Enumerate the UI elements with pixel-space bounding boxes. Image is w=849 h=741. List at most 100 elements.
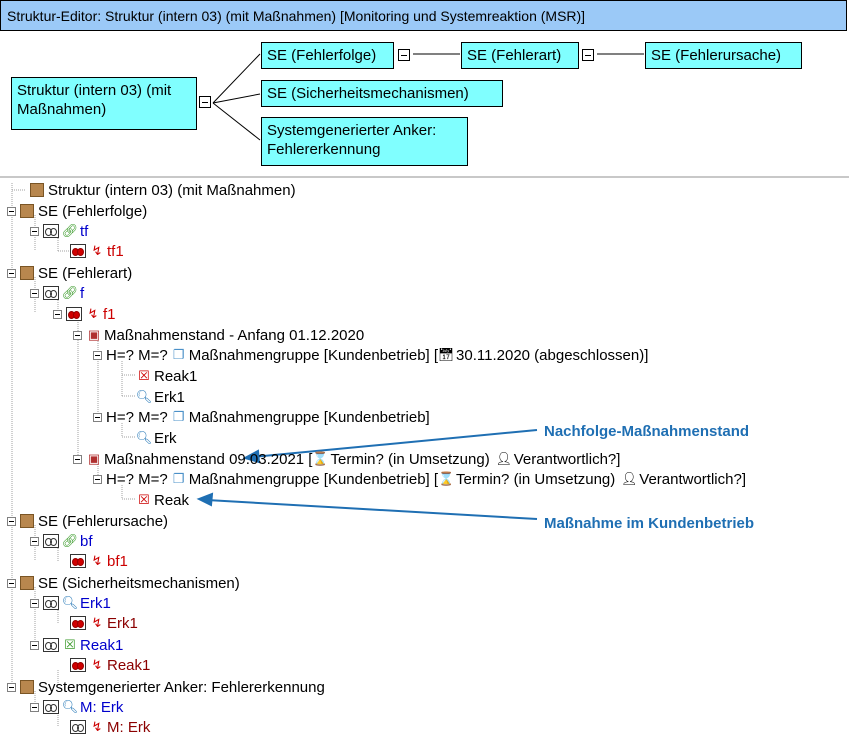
diagram-node-fehlerart[interactable]: SE (Fehlerart) xyxy=(461,42,579,69)
detection-measure-icon: 🔍︎ xyxy=(135,389,153,404)
tree-label: SE (Fehlerart) xyxy=(38,264,133,282)
tree-node-se-fehlerfolge[interactable]: SE (Fehlerfolge) xyxy=(7,201,147,221)
collapse-toggle[interactable] xyxy=(73,454,82,464)
tree-label: Maßnahmenstand - Anfang 01.12.2020 xyxy=(104,326,365,344)
tree-node-struktur[interactable]: Struktur (intern 03) (mit Maßnahmen) xyxy=(30,180,296,200)
collapse-toggle[interactable] xyxy=(7,578,16,588)
structure-element-icon xyxy=(20,266,34,280)
tree-node-function-erk1[interactable]: 🔍︎ Erk1 xyxy=(30,593,111,613)
failure-net-icon xyxy=(70,658,86,672)
collapse-toggle[interactable] xyxy=(73,330,82,340)
collapse-toggle[interactable] xyxy=(7,682,16,692)
tree-node-erk[interactable]: 🔍︎ Erk xyxy=(136,428,177,448)
hm-rating: H=? M=? xyxy=(106,408,168,426)
responsible: Verantwortlich?] xyxy=(639,470,746,488)
tree-node-se-fehlerursache[interactable]: SE (Fehlerursache) xyxy=(7,511,168,531)
collapse-toggle[interactable] xyxy=(30,536,39,546)
tree-node-function-f[interactable]: 🔗︎ f xyxy=(30,283,84,303)
failure-net-icon xyxy=(66,307,82,321)
calendar-done-icon: 📅︎ xyxy=(437,347,455,362)
hm-rating: H=? M=? xyxy=(106,346,168,364)
root-collapse-toggle[interactable] xyxy=(199,96,211,108)
tree-label: Maßnahmengruppe [Kundenbetrieb] [ xyxy=(188,470,439,488)
tree-node-reak[interactable]: ☒ Reak xyxy=(136,490,189,510)
structure-element-icon xyxy=(20,514,34,528)
tree-node-se-fehlerart[interactable]: SE (Fehlerart) xyxy=(7,263,132,283)
tree-label: Reak xyxy=(154,491,190,509)
detection-failure-icon: ↯ xyxy=(91,719,103,734)
tree-label: M: Erk xyxy=(80,698,124,716)
tree-node-failure-erk1[interactable]: ↯ Erk1 xyxy=(70,613,138,633)
diagram-node-sicherheitsmechanismen[interactable]: SE (Sicherheitsmechanismen) xyxy=(261,80,503,107)
diagram-node-anker[interactable]: Systemgenerierter Anker: Fehlererkennung xyxy=(261,117,468,166)
link-icon: 🔗︎ xyxy=(61,285,79,300)
diagram-node-fehlerursache[interactable]: SE (Fehlerursache) xyxy=(645,42,802,69)
collapse-toggle[interactable] xyxy=(30,226,39,236)
measure-group-icon: ❐ xyxy=(172,409,185,424)
schedule-icon: ⌛ xyxy=(312,451,329,466)
diagram-root-node[interactable]: Struktur (intern 03) (mit Maßnahmen) xyxy=(11,77,197,130)
tree-node-failure-m-erk[interactable]: ↯ M: Erk xyxy=(70,717,150,737)
collapse-toggle[interactable] xyxy=(30,702,39,712)
tree-node-massnahmengruppe-3[interactable]: H=? M=? ❐ Maßnahmengruppe [Kundenbetrieb… xyxy=(93,469,746,489)
window-title: Struktur-Editor: Struktur (intern 03) (m… xyxy=(7,8,586,24)
tree-label: Systemgenerierter Anker: Fehlererkennung xyxy=(38,678,325,696)
failure-net-icon xyxy=(70,244,86,258)
hm-rating: H=? M=? xyxy=(106,470,168,488)
collapse-toggle[interactable] xyxy=(30,640,39,650)
tree-label: SE (Fehlerursache) xyxy=(38,512,169,530)
tree-node-massnahmenstand-0903[interactable]: ▣ Maßnahmenstand 09.03.2021 [ ⌛ Termin? … xyxy=(73,449,620,469)
collapse-toggle[interactable] xyxy=(93,412,102,422)
reaction-function-icon: ☒ xyxy=(64,637,76,652)
tree-node-function-tf[interactable]: 🔗︎ tf xyxy=(30,221,88,241)
tree-node-erk1[interactable]: 🔍︎ Erk1 xyxy=(136,387,185,407)
panel-separator[interactable] xyxy=(0,176,849,178)
collapse-toggle[interactable] xyxy=(30,288,39,298)
tree-label: Maßnahmengruppe [Kundenbetrieb] xyxy=(188,408,430,426)
collapse-toggle[interactable] xyxy=(7,516,16,526)
tree-node-function-bf[interactable]: 🔗︎ bf xyxy=(30,531,93,551)
tree-node-failure-reak1[interactable]: ↯ Reak1 xyxy=(70,655,150,675)
diagram-connectors xyxy=(212,53,644,141)
tree-node-function-m-erk[interactable]: 🔍︎ M: Erk xyxy=(30,697,123,717)
tree-node-failure-f1[interactable]: ↯ f1 xyxy=(53,304,116,324)
function-net-icon xyxy=(43,638,59,652)
function-net-icon xyxy=(43,224,59,238)
tree-node-massnahmengruppe-2[interactable]: H=? M=? ❐ Maßnahmengruppe [Kundenbetrieb… xyxy=(93,407,430,427)
anker-line1: Systemgenerierter Anker: xyxy=(267,122,437,139)
link-icon: 🔗︎ xyxy=(61,533,79,548)
node-label: SE (Sicherheitsmechanismen) xyxy=(267,85,469,102)
node-label: SE (Fehlerfolge) xyxy=(267,47,377,64)
collapse-toggle[interactable] xyxy=(7,206,16,216)
structure-element-icon xyxy=(20,680,34,694)
tree-node-reak1[interactable]: ☒ Reak1 xyxy=(136,366,197,386)
fehlerfolge-collapse-toggle[interactable] xyxy=(398,49,410,61)
collapse-toggle[interactable] xyxy=(93,474,102,484)
tree-node-failure-tf1[interactable]: ↯ tf1 xyxy=(70,241,124,261)
node-label: SE (Fehlerursache) xyxy=(651,47,782,64)
tree-node-massnahmengruppe-1[interactable]: H=? M=? ❐ Maßnahmengruppe [Kundenbetrieb… xyxy=(93,345,648,365)
collapse-toggle[interactable] xyxy=(30,598,39,608)
collapse-toggle[interactable] xyxy=(53,309,62,319)
node-label: SE (Fehlerart) xyxy=(467,47,562,64)
tree-node-function-reak1[interactable]: ☒ Reak1 xyxy=(30,635,123,655)
tree-node-massnahmenstand-anfang[interactable]: ▣ Maßnahmenstand - Anfang 01.12.2020 xyxy=(73,325,364,345)
function-net-icon xyxy=(43,286,59,300)
tree-label: Reak1 xyxy=(80,636,124,654)
tree-label: f xyxy=(80,284,85,302)
person-icon: 👤︎ xyxy=(621,471,638,486)
person-icon: 👤︎ xyxy=(495,451,512,466)
diagram-node-fehlerfolge[interactable]: SE (Fehlerfolge) xyxy=(261,42,394,69)
tree-node-se-sicherheitsmechanismen[interactable]: SE (Sicherheitsmechanismen) xyxy=(7,573,240,593)
collapse-toggle[interactable] xyxy=(7,268,16,278)
tree-node-failure-bf1[interactable]: ↯ bf1 xyxy=(70,551,128,571)
tree-node-anker[interactable]: Systemgenerierter Anker: Fehlererkennung xyxy=(7,677,325,697)
function-net-icon xyxy=(43,596,59,610)
tree-label: Erk xyxy=(154,429,177,447)
detection-measure-icon: 🔍︎ xyxy=(135,430,153,445)
structure-element-icon xyxy=(20,576,34,590)
function-net-icon xyxy=(43,534,59,548)
fehlerart-collapse-toggle[interactable] xyxy=(582,49,594,61)
collapse-toggle[interactable] xyxy=(93,350,102,360)
root-node-line2: Maßnahmen) xyxy=(17,101,107,118)
